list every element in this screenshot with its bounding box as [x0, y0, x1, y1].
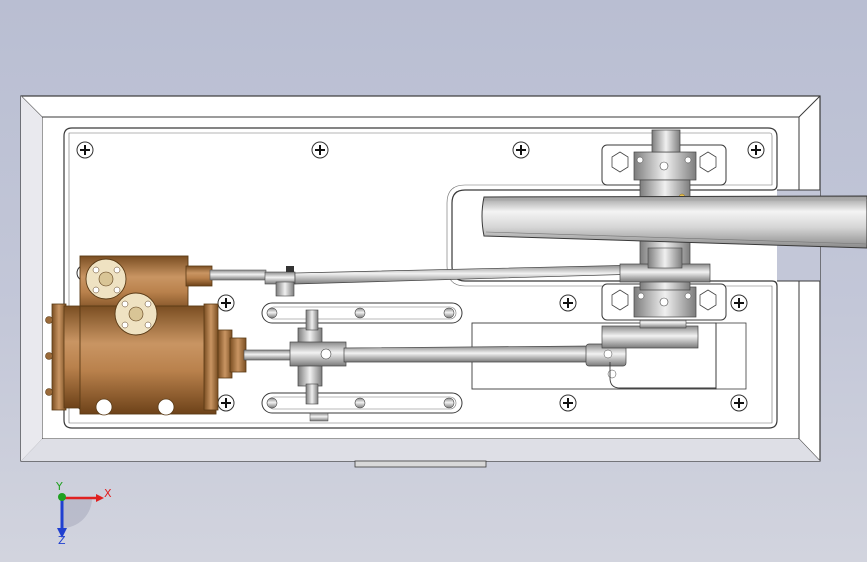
screw-head [747, 141, 765, 159]
cylinder-assembly[interactable] [45, 255, 267, 416]
guide-bar-bottom[interactable] [261, 392, 463, 414]
crosshead[interactable] [289, 309, 347, 422]
screw-head [559, 394, 577, 412]
screw-head [512, 141, 530, 159]
screw-head [730, 294, 748, 312]
z-axis-label: Z [58, 534, 66, 547]
screw-head [730, 394, 748, 412]
connecting-rod[interactable] [343, 343, 716, 389]
y-axis-label: Y [55, 480, 63, 493]
crank-disc[interactable] [601, 317, 699, 349]
flywheel[interactable] [481, 195, 867, 249]
x-axis-label: X [104, 487, 112, 500]
screw-head [311, 141, 329, 159]
screw-head [559, 294, 577, 312]
screw-head [217, 294, 235, 312]
bearing-block-bottom[interactable] [601, 283, 727, 321]
coordinate-triad[interactable]: X Y Z [55, 480, 112, 547]
y-axis-dot [58, 493, 66, 501]
guide-bar-top[interactable] [261, 302, 463, 324]
screw-head [217, 394, 235, 412]
screw-head [76, 141, 94, 159]
